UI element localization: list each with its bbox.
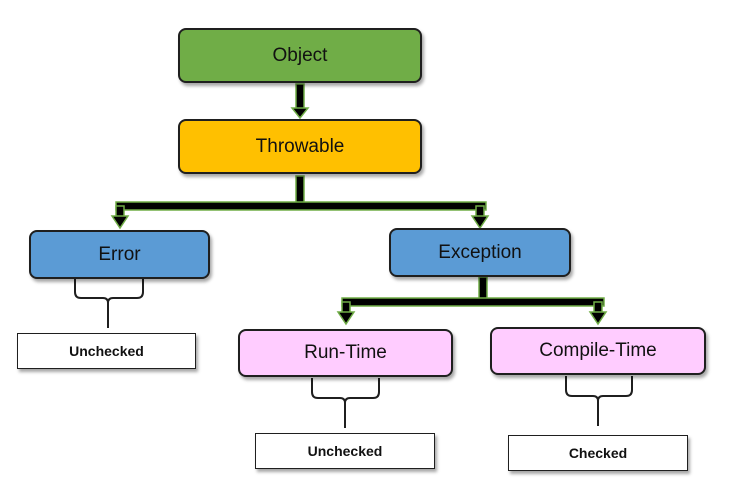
node-exception: Exception [389,228,571,277]
brace-error [74,279,144,328]
tag-compiletime-checked: Checked [508,435,688,471]
tag-error-unchecked: Unchecked [17,333,196,369]
arrow-object-throwable [290,83,310,120]
node-error: Error [29,230,210,279]
node-runtime: Run-Time [238,329,453,377]
node-throwable: Throwable [178,119,422,174]
tag-runtime-unchecked: Unchecked [255,433,435,469]
arrow-throwable-branches [110,175,490,230]
brace-runtime [311,378,380,428]
brace-compiletime [565,376,633,426]
node-compiletime: Compile-Time [490,327,706,375]
node-object: Object [178,28,422,83]
arrow-exception-branches [336,276,608,326]
